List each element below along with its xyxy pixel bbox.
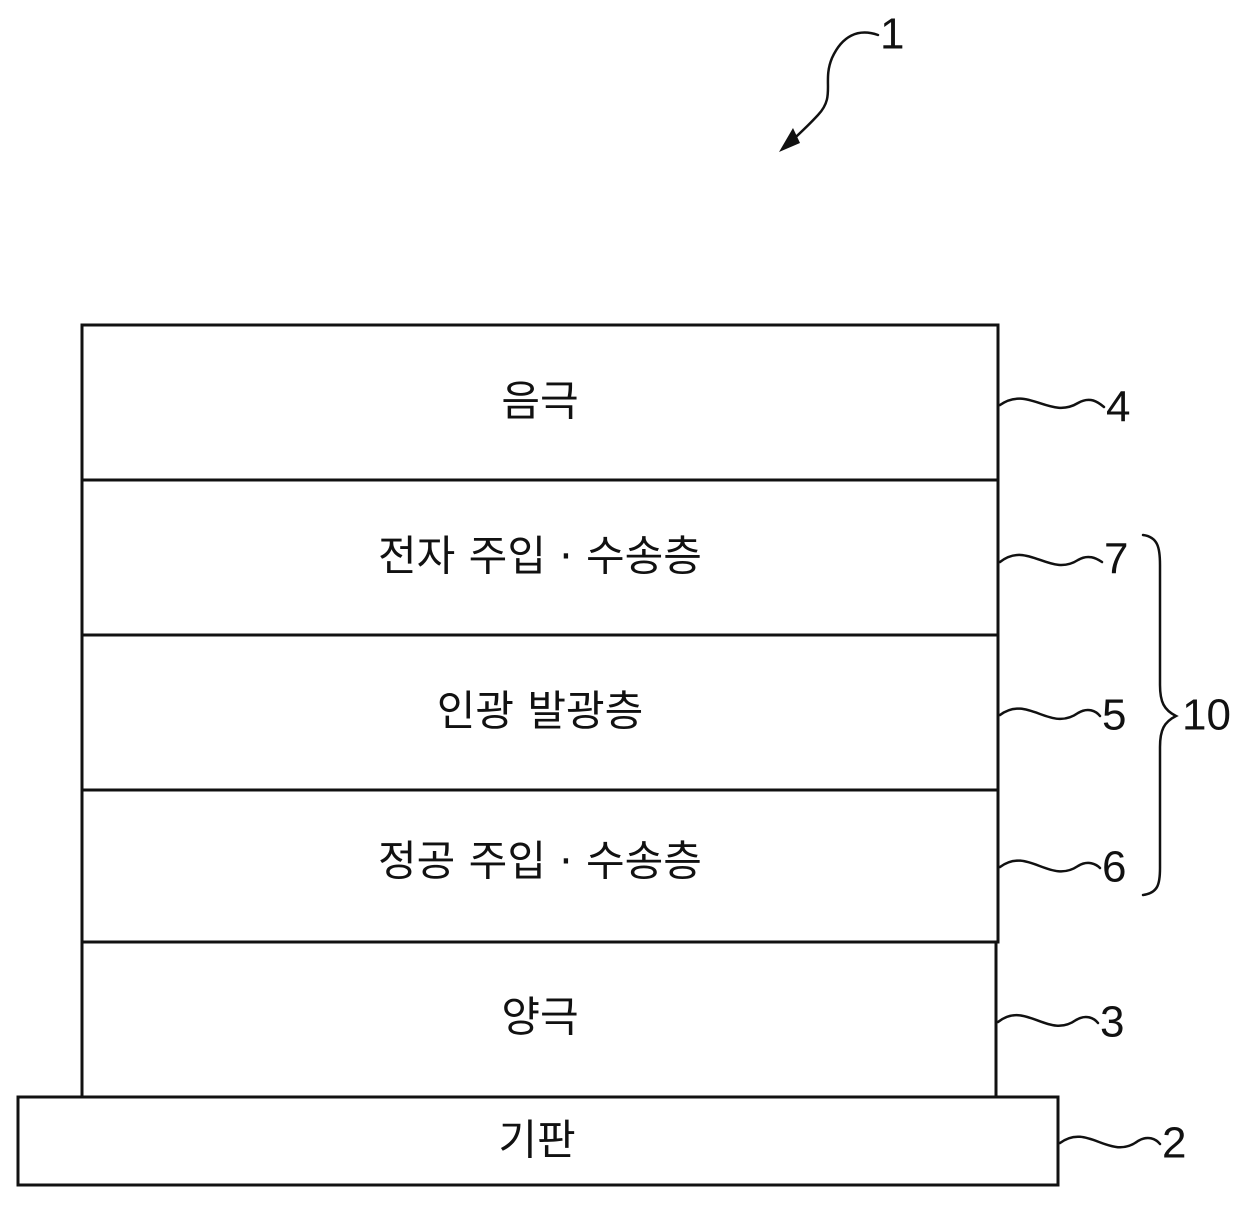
- ref-2: 2: [1060, 1119, 1186, 1168]
- ref-4-leader: [1000, 399, 1104, 408]
- ref-2-leader: [1060, 1137, 1160, 1148]
- layer-emitting-label: 인광 발광층: [437, 687, 644, 736]
- ref-6: 6: [1000, 843, 1126, 892]
- brace-icon: [1143, 535, 1176, 895]
- ref-6-leader: [1000, 861, 1100, 872]
- device-reference: 1: [779, 10, 904, 152]
- layer-electron-transport-label: 전자 주입 · 수송층: [378, 532, 702, 581]
- ref-3-leader: [998, 1015, 1098, 1026]
- layer-anode-label: 양극: [501, 993, 578, 1042]
- ref-7-number: 7: [1104, 535, 1128, 584]
- layer-substrate: 기판: [18, 1097, 1058, 1185]
- layer-anode: 양극: [82, 942, 996, 1097]
- ref-5-leader: [1000, 709, 1100, 719]
- ref-3-number: 3: [1100, 998, 1124, 1047]
- ref-7-leader: [1000, 555, 1102, 565]
- ref-4-number: 4: [1106, 383, 1130, 432]
- device-arrow-leader: [786, 33, 878, 146]
- layer-hole-transport: 정공 주입 · 수송층: [82, 790, 998, 942]
- ref-5: 5: [1000, 691, 1126, 740]
- layer-emitting: 인광 발광층: [82, 635, 998, 790]
- layer-hole-transport-label: 정공 주입 · 수송층: [378, 837, 702, 886]
- layer-cathode-label: 음극: [501, 377, 578, 426]
- layer-electron-transport: 전자 주입 · 수송층: [82, 480, 998, 635]
- ref-7: 7: [1000, 535, 1128, 584]
- ref-3: 3: [998, 998, 1124, 1047]
- group-10-brace: 10: [1143, 535, 1231, 895]
- ref-6-number: 6: [1102, 843, 1126, 892]
- layer-substrate-label: 기판: [498, 1116, 575, 1165]
- group-10-number: 10: [1182, 691, 1231, 740]
- layer-cathode: 음극: [82, 325, 998, 480]
- device-arrow-head: [779, 128, 800, 152]
- ref-4: 4: [1000, 383, 1130, 432]
- ref-5-number: 5: [1102, 691, 1126, 740]
- device-ref-number: 1: [880, 10, 904, 59]
- ref-2-number: 2: [1162, 1119, 1186, 1168]
